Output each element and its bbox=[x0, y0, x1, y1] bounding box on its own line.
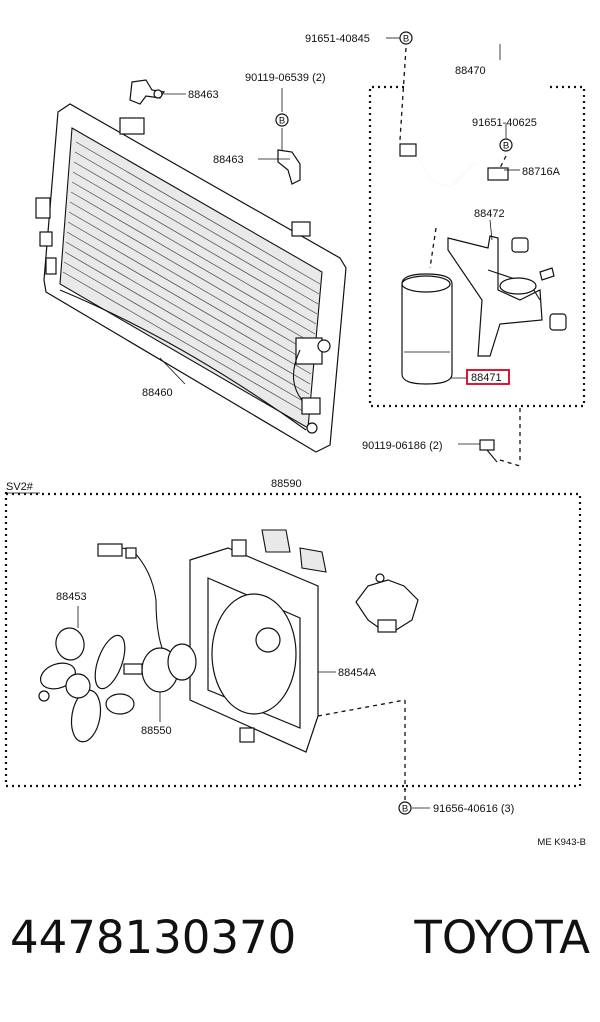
callout-88460: 88460 bbox=[142, 387, 173, 399]
b-marker-1: B bbox=[399, 31, 413, 45]
callout-90119-06186: 90119-06186 (2) bbox=[362, 440, 443, 452]
fan-shroud bbox=[189, 529, 327, 753]
b-marker-2: B bbox=[275, 113, 289, 127]
bolt-90119-06186 bbox=[479, 439, 498, 463]
svg-text:B: B bbox=[402, 804, 408, 815]
figure-code: ME K943-B bbox=[537, 837, 586, 848]
callout-88454a: 88454A bbox=[338, 667, 377, 679]
condenser-assembly bbox=[35, 103, 347, 453]
condenser-fins bbox=[62, 141, 321, 415]
part-number: 4478130370 bbox=[10, 911, 296, 964]
b-marker-4: B bbox=[398, 801, 412, 815]
callout-88716a: 88716A bbox=[522, 166, 561, 178]
callout-sv2: SV2# bbox=[6, 481, 34, 493]
callout-88472: 88472 bbox=[474, 208, 505, 220]
b-marker-3: B bbox=[499, 138, 513, 152]
fan-motor bbox=[97, 543, 197, 693]
bracket-88463-lower bbox=[277, 149, 301, 185]
callout-88463-lower: 88463 bbox=[213, 154, 244, 166]
callout-88463-upper: 88463 bbox=[188, 89, 219, 101]
callout-91651-40625: 91651-40625 bbox=[472, 117, 537, 129]
receiver-pipe bbox=[399, 143, 509, 187]
svg-text:B: B bbox=[279, 116, 285, 127]
callout-91651-40845: 91651-40845 bbox=[305, 33, 370, 45]
svg-text:88471: 88471 bbox=[471, 372, 502, 384]
receiver-dryer bbox=[401, 273, 453, 385]
svg-text:B: B bbox=[503, 141, 509, 152]
callout-88470: 88470 bbox=[455, 65, 486, 77]
brand-name: TOYOTA bbox=[413, 911, 590, 964]
receiver-bracket bbox=[447, 235, 567, 357]
bracket-88463-upper bbox=[129, 79, 166, 105]
callout-88453: 88453 bbox=[56, 591, 87, 603]
svg-text:B: B bbox=[403, 34, 409, 45]
callout-88550: 88550 bbox=[141, 725, 172, 737]
callout-90119-06539: 90119-06539 (2) bbox=[245, 72, 326, 84]
callout-88590: 88590 bbox=[271, 478, 302, 490]
fan-group-frame bbox=[4, 492, 582, 790]
callout-88471-highlighted: 88471 bbox=[466, 369, 510, 385]
fan-blade bbox=[38, 627, 135, 743]
callout-91656-40616: 91656-40616 (3) bbox=[433, 803, 514, 815]
fan-connector bbox=[355, 573, 419, 633]
